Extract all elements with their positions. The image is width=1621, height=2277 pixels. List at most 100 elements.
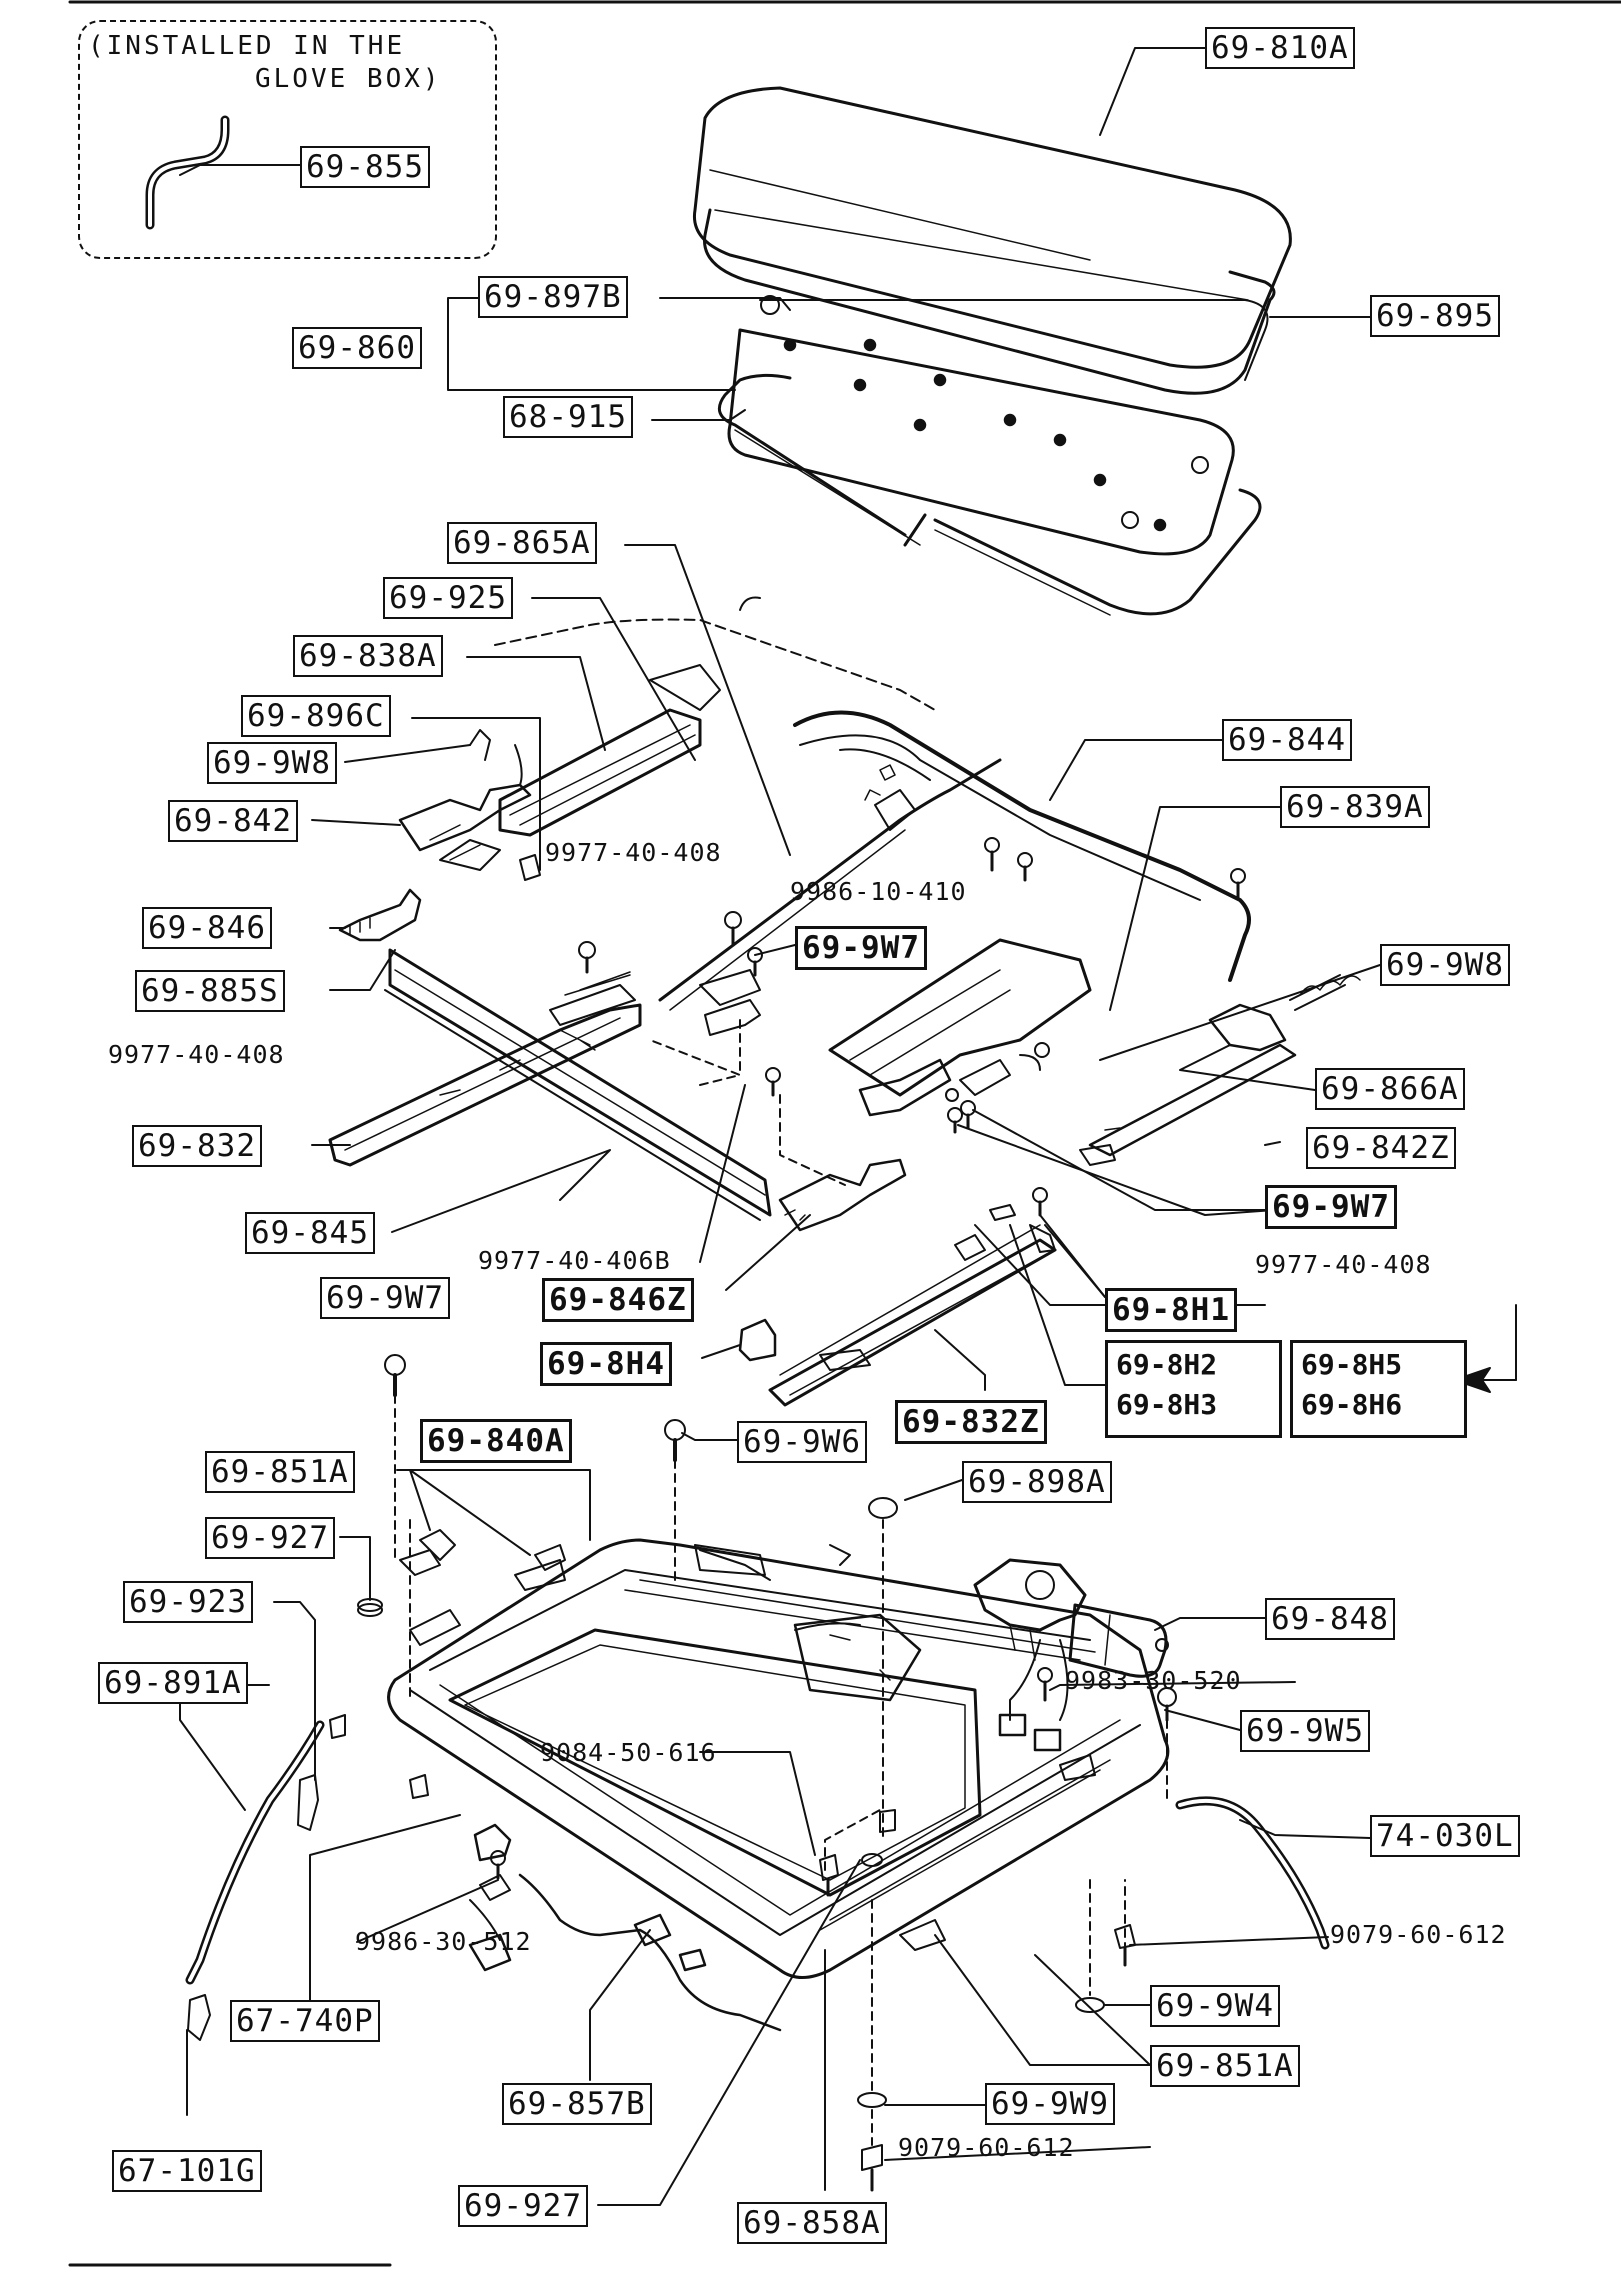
part-callout-69-810A[interactable]: 69-810A — [1205, 27, 1355, 69]
control-unit-drawing — [473, 1823, 512, 1862]
right-guide-rail-drawing — [768, 1224, 1057, 1407]
fastener-label-9977-40-408-upper[interactable]: 9977-40-408 — [545, 838, 722, 867]
assembly-dashed-lines — [394, 1394, 1168, 2146]
right-front-guide-drawing — [954, 1204, 1056, 1261]
left-rail-slider-drawing — [549, 971, 636, 1026]
left-drive-cable-drawing — [658, 758, 1002, 1011]
part-callout-69-839A[interactable]: 69-839A — [1280, 786, 1430, 828]
sunroof-harness-drawing — [468, 1873, 782, 2032]
part-callout-69-9W5[interactable]: 69-9W5 — [1240, 1710, 1370, 1752]
deflector-brackets-drawing — [419, 1529, 771, 1581]
glovebox-note-line1: (INSTALLED IN THE — [88, 31, 406, 61]
left-cable-guide-drawing — [439, 664, 721, 881]
part-callout-69-898A[interactable]: 69-898A — [962, 1461, 1112, 1503]
fastener-label-9084-50-616[interactable]: 9084-50-616 — [540, 1738, 717, 1767]
fastener-label-9079-60-612-lower[interactable]: 9079-60-612 — [898, 2133, 1075, 2162]
part-callout-69-855[interactable]: 69-855 — [300, 146, 430, 188]
part-callout-69-8H4[interactable]: 69-8H4 — [540, 1342, 672, 1386]
part-callout-69-832[interactable]: 69-832 — [132, 1125, 262, 1167]
part-callout-69-897B[interactable]: 69-897B — [478, 276, 628, 318]
part-callout-69-860[interactable]: 69-860 — [292, 327, 422, 369]
part-callout-69-842Z[interactable]: 69-842Z — [1306, 1127, 1456, 1169]
part-callout-69-927-upper[interactable]: 69-927 — [205, 1517, 335, 1559]
part-callout-69-866A[interactable]: 69-866A — [1315, 1068, 1465, 1110]
part-callout-69-857B[interactable]: 69-857B — [502, 2083, 652, 2125]
part-callout-69-895[interactable]: 69-895 — [1370, 295, 1500, 337]
part-callout-69-9W7-left[interactable]: 69-9W7 — [320, 1277, 450, 1319]
part-callout-69-858A[interactable]: 69-858A — [737, 2202, 887, 2244]
fastener-label-9977-40-408-right[interactable]: 9977-40-408 — [1255, 1250, 1432, 1279]
screw-icons-lower — [357, 1354, 1177, 2192]
right-deflector-link-drawing — [1208, 974, 1361, 1052]
fastener-label-9986-30-512[interactable]: 9986-30-512 — [355, 1927, 532, 1956]
part-callout-69-844[interactable]: 69-844 — [1222, 719, 1352, 761]
fastener-label-9977-40-408-left[interactable]: 9977-40-408 — [108, 1040, 285, 1069]
right-guide-assembly-drawing — [828, 938, 1092, 1117]
part-callout-69-832Z[interactable]: 69-832Z — [895, 1400, 1047, 1444]
drain-clips-drawing — [187, 1714, 346, 2041]
crank-handle-drawing — [145, 115, 230, 230]
part-callout-69-842[interactable]: 69-842 — [168, 800, 298, 842]
part-callout-69-896C[interactable]: 69-896C — [241, 695, 391, 737]
part-callout-69-8H3[interactable]: 69-8H3 — [1116, 1388, 1218, 1421]
screw-icons-mid — [578, 837, 1246, 1217]
right-drive-cable-drawing — [793, 710, 1251, 982]
part-callout-69-9W8[interactable]: 69-9W8 — [207, 742, 337, 784]
part-callout-69-8H1[interactable]: 69-8H1 — [1105, 1288, 1237, 1332]
fastener-label-9079-60-612-right[interactable]: 9079-60-612 — [1330, 1920, 1507, 1949]
part-callout-69-9W4[interactable]: 69-9W4 — [1150, 1985, 1280, 2027]
part-callout-69-846Z[interactable]: 69-846Z — [542, 1278, 694, 1322]
center-slider-bracket-drawing — [699, 969, 761, 1036]
part-callout-69-9W6[interactable]: 69-9W6 — [737, 1421, 867, 1463]
motor-bracket-drawing — [794, 1622, 861, 1631]
fastener-label-9986-10-410[interactable]: 9986-10-410 — [790, 877, 967, 906]
left-shade-rail-drawing — [328, 1003, 642, 1167]
fastener-label-9983-30-520[interactable]: 9983-30-520 — [1065, 1666, 1242, 1695]
sunshade-panel-drawing — [727, 295, 1235, 556]
part-callout-69-848[interactable]: 69-848 — [1265, 1598, 1395, 1640]
part-callout-69-891A[interactable]: 69-891A — [98, 1662, 248, 1704]
left-rear-guide-drawing — [398, 729, 532, 861]
part-callout-69-9W7-right[interactable]: 69-9W7 — [1265, 1185, 1397, 1229]
left-deflector-link-drawing — [338, 888, 422, 942]
left-front-guide-drawing — [778, 1158, 907, 1232]
glass-panel-drawing — [692, 86, 1292, 369]
part-callout-69-9W8-right[interactable]: 69-9W8 — [1380, 944, 1510, 986]
part-callout-67-740P[interactable]: 67-740P — [230, 2000, 380, 2042]
part-callout-69-9W9[interactable]: 69-9W9 — [985, 2083, 1115, 2125]
part-callout-69-8H2[interactable]: 69-8H2 — [1116, 1348, 1218, 1381]
glass-seal-frame-drawing — [759, 299, 1269, 381]
part-callout-69-851A-left[interactable]: 69-851A — [205, 1451, 355, 1493]
part-callout-69-840A[interactable]: 69-840A — [420, 1419, 572, 1463]
part-callout-69-851A-lower[interactable]: 69-851A — [1150, 2045, 1300, 2087]
part-callout-69-865A[interactable]: 69-865A — [447, 522, 597, 564]
sunroof-motor-drawing — [973, 1558, 1169, 1678]
guide-block-drawing — [738, 1318, 777, 1362]
part-callout-69-8H6[interactable]: 69-8H6 — [1301, 1388, 1403, 1421]
part-callout-68-915[interactable]: 68-915 — [503, 396, 633, 438]
fastener-label-9977-40-406B[interactable]: 9977-40-406B — [478, 1246, 671, 1275]
left-drain-hose-drawing — [185, 1720, 325, 1985]
sunshade-seal-drawing — [717, 373, 1262, 616]
relay-connector-drawing — [633, 1913, 707, 1972]
part-callout-69-838A[interactable]: 69-838A — [293, 635, 443, 677]
part-group-69-8H5-69-8H6[interactable]: 69-8H5 69-8H6 — [1290, 1340, 1467, 1438]
cable-guide-drawing — [864, 764, 916, 831]
part-callout-69-9W7-upper[interactable]: 69-9W7 — [795, 926, 927, 970]
glovebox-note-frame — [78, 20, 497, 259]
drain-tube-dashed — [494, 596, 936, 711]
part-callout-69-925[interactable]: 69-925 — [383, 577, 513, 619]
frame-brackets-drawing — [399, 1544, 1096, 1951]
part-callout-69-8H5[interactable]: 69-8H5 — [1301, 1348, 1403, 1381]
part-callout-67-101G[interactable]: 67-101G — [112, 2150, 262, 2192]
glovebox-note-line2: GLOVE BOX) — [255, 64, 442, 94]
part-callout-69-845[interactable]: 69-845 — [245, 1212, 375, 1254]
part-callout-69-927-lower[interactable]: 69-927 — [458, 2185, 588, 2227]
rail-guide-dashed — [649, 1019, 846, 1186]
part-group-69-8H2-69-8H3[interactable]: 69-8H2 69-8H3 — [1105, 1340, 1282, 1438]
part-callout-69-923[interactable]: 69-923 — [123, 1581, 253, 1623]
part-callout-74-030L[interactable]: 74-030L — [1370, 1815, 1520, 1857]
part-callout-69-846[interactable]: 69-846 — [142, 907, 272, 949]
part-callout-69-885S[interactable]: 69-885S — [135, 970, 285, 1012]
